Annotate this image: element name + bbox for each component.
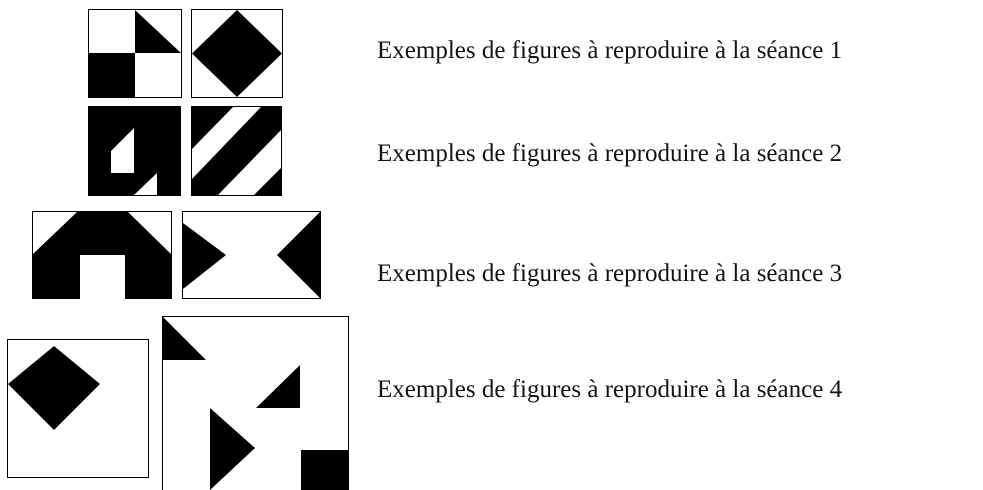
door-shape [80, 255, 125, 299]
seance-4-figure-b [162, 316, 349, 490]
white-triangle-shape [134, 173, 157, 195]
middle-triangle-shape [256, 365, 300, 408]
white-triangle-shape [111, 128, 134, 151]
white-square-shape [111, 151, 134, 173]
figure-frame [88, 106, 181, 196]
figure-frame [7, 339, 149, 478]
seance-2-figure-a [88, 106, 181, 196]
corner-triangle-shape [163, 317, 206, 360]
triangle-shape [135, 10, 181, 53]
seance-4-caption: Exemples de figures à reproduire à la sé… [377, 376, 843, 403]
left-triangle-shape [183, 223, 226, 289]
seance-1-figure-a [88, 9, 182, 98]
seance-3-caption: Exemples de figures à reproduire à la sé… [377, 260, 843, 287]
seance-4-figure-a [7, 339, 149, 478]
diamond-shape [8, 346, 100, 430]
seance-1-caption: Exemples de figures à reproduire à la sé… [377, 37, 843, 64]
diamond-shape [192, 10, 282, 97]
seance-1-figure-b [191, 9, 283, 98]
seance-2-figure-b [191, 106, 282, 196]
square-shape [89, 53, 135, 97]
stripe-shape [192, 107, 233, 149]
seance-2-caption: Exemples de figures à reproduire à la sé… [377, 140, 843, 167]
stripe-shape [192, 107, 281, 195]
lower-triangle-shape [210, 408, 255, 490]
right-triangle-shape [277, 212, 320, 298]
corner-square-shape [301, 450, 348, 490]
seance-3-figure-b [182, 211, 321, 299]
stripe-shape [254, 168, 281, 195]
seance-3-figure-a [32, 211, 172, 299]
